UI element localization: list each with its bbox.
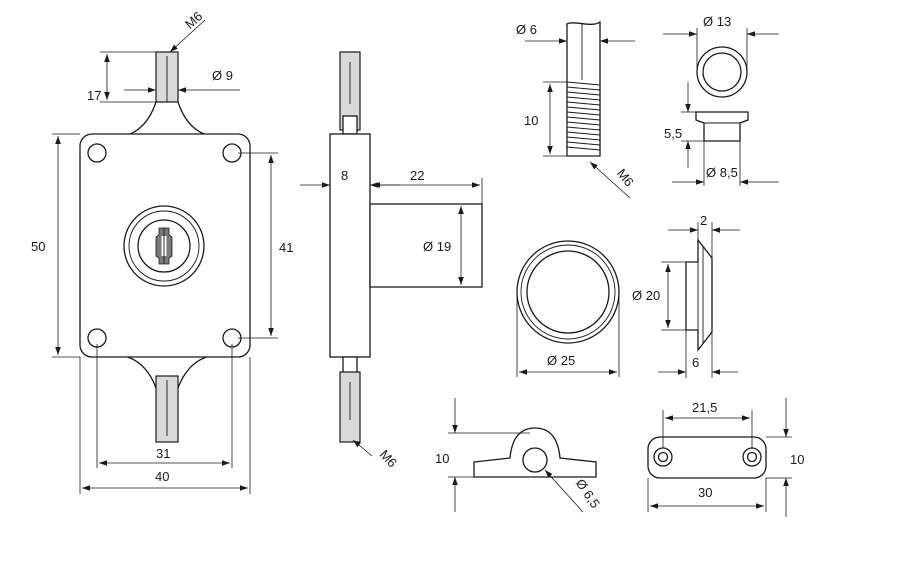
rod-threads xyxy=(566,81,601,151)
dim-label-10-plate: 10 xyxy=(790,452,804,467)
dim-label-m6-bolt: M6 xyxy=(377,447,400,470)
dim-label-d9: Ø 9 xyxy=(212,68,233,83)
dim-label-50: 50 xyxy=(31,239,45,254)
dim-label-d6-rod: Ø 6 xyxy=(516,22,537,37)
lock-front-view: Ø 9 M6 17 50 41 31 40 xyxy=(31,8,293,494)
side-body xyxy=(329,133,371,358)
threaded-rod: Ø 6 10 M6 xyxy=(516,20,637,199)
dim-label-5-5: 5,5 xyxy=(664,126,682,141)
top-bolt-guide xyxy=(123,101,211,137)
dim-label-m6-top: M6 xyxy=(182,8,205,31)
dim-label-2: 2 xyxy=(700,213,707,228)
dim-label-22: 22 xyxy=(410,168,424,183)
rosette-profile: 2 Ø 20 6 xyxy=(632,213,740,378)
escutcheon-ring: Ø 13 5,5 Ø 8,5 xyxy=(663,14,779,186)
dim-label-41: 41 xyxy=(279,240,293,255)
keeper: 10 Ø 6,5 xyxy=(435,398,603,513)
dim-label-d13: Ø 13 xyxy=(703,14,731,29)
dim-label-17: 17 xyxy=(87,88,101,103)
dim-label-10-keeper: 10 xyxy=(435,451,449,466)
dim-label-d25: Ø 25 xyxy=(547,353,575,368)
dim-label-d19: Ø 19 xyxy=(423,239,451,254)
lock-side-view: 8 22 Ø 19 M6 xyxy=(300,51,483,470)
mount-hole-tl xyxy=(87,143,107,163)
rosette-front: Ø 25 xyxy=(516,240,620,377)
dim-label-d8-5: Ø 8,5 xyxy=(706,165,738,180)
dim-label-21-5: 21,5 xyxy=(692,400,717,415)
ring-profile xyxy=(695,111,749,142)
dim-label-8: 8 xyxy=(341,168,348,183)
dim-label-31: 31 xyxy=(156,446,170,461)
dim-label-40: 40 xyxy=(155,469,169,484)
dim-label-d20: Ø 20 xyxy=(632,288,660,303)
dim-label-30: 30 xyxy=(698,485,712,500)
key-cylinder xyxy=(123,205,205,287)
dim-label-m6-rod: M6 xyxy=(614,166,637,189)
dim-label-10-rod: 10 xyxy=(524,113,538,128)
strike-plate: 21,5 10 30 xyxy=(647,398,804,517)
dim-label-6: 6 xyxy=(692,355,699,370)
